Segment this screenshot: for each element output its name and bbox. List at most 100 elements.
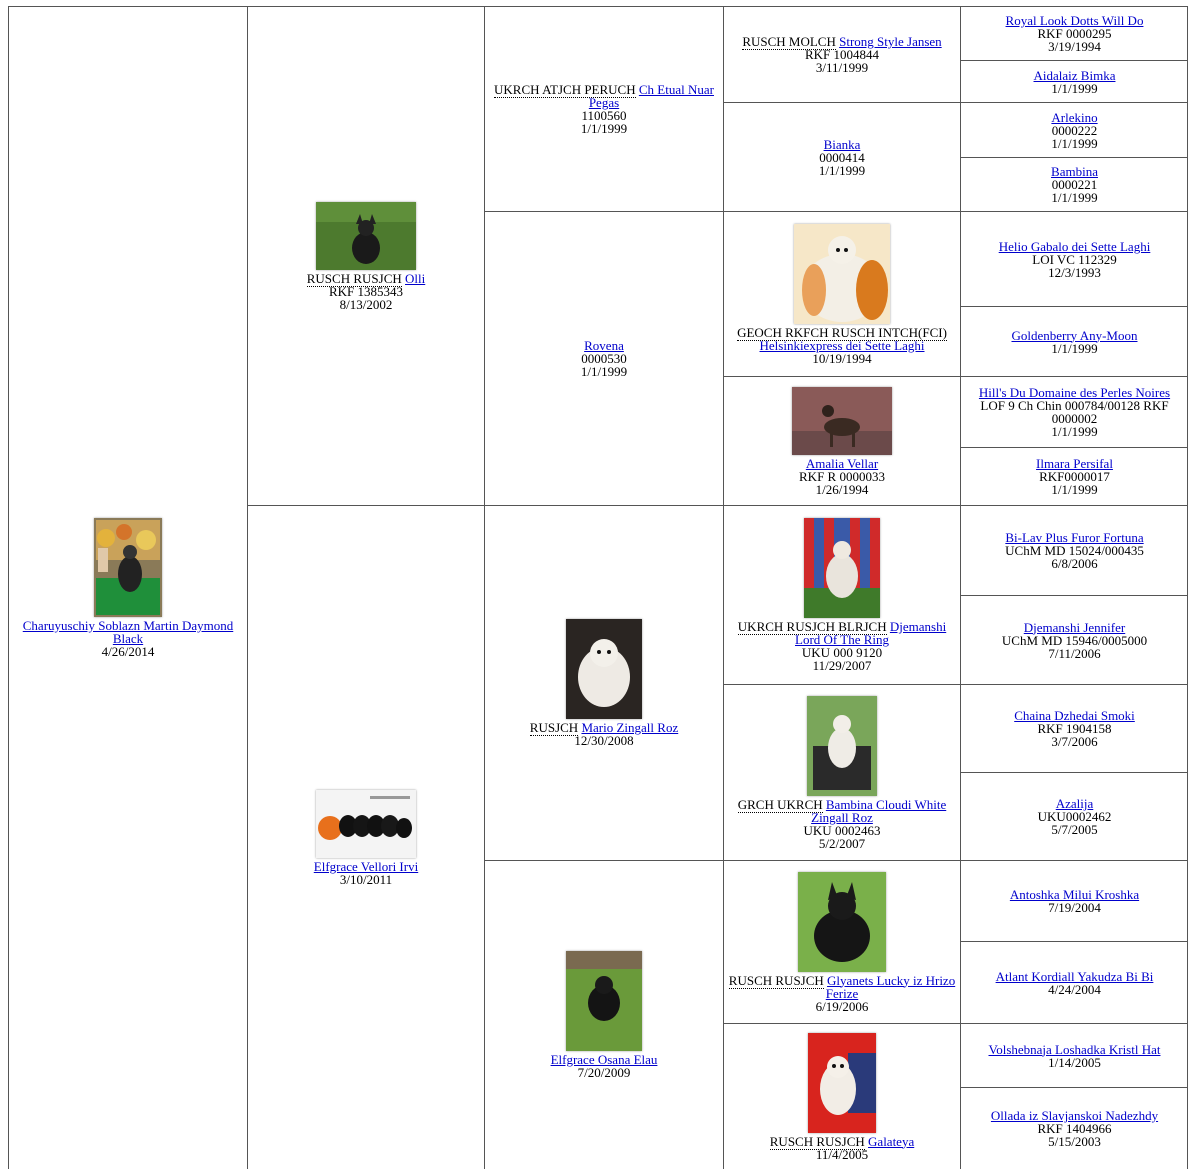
dog-titles: UKRCH RUSJCH BLRJCH [737, 619, 887, 635]
dog-name-link[interactable]: Bi-Lav Plus Furor Fortuna [1005, 530, 1144, 545]
dog-name-link[interactable]: Goldenberry Any-Moon [1011, 327, 1138, 343]
pedigree-table: Charuyuschiy Soblazn Martin Daymond Blac… [8, 6, 1188, 1176]
pedigree-cell-gen5: Helio Gabalo dei Sette Laghi LOI VC 1123… [960, 211, 1188, 306]
dog-birth-date: 1/1/1999 [1051, 190, 1098, 205]
dog-name-link[interactable]: Mario Zingall Roz [581, 720, 679, 735]
dog-name-link[interactable]: Elfgrace Osana Elau [550, 1052, 658, 1067]
dog-birth-date: 4/26/2014 [101, 644, 155, 659]
dog-photo[interactable] [566, 951, 642, 1051]
dog-birth-date: 1/1/1999 [1051, 80, 1098, 96]
pedigree-cell-gen5: Royal Look Dotts Will Do RKF 0000295 3/1… [960, 6, 1188, 60]
dog-name-link[interactable]: Azalija [1055, 796, 1094, 811]
dog-birth-date: 5/2/2007 [818, 835, 866, 851]
dog-name-link[interactable]: Helio Gabalo dei Sette Laghi [998, 238, 1151, 254]
pedigree-cell-gen5: Djemanshi Jennifer UChM MD 15946/0005000… [960, 595, 1188, 684]
dog-photo[interactable] [566, 619, 642, 719]
dog-registration: 0000222 [1051, 122, 1098, 138]
dog-birth-date: 5/15/2003 [1048, 1134, 1101, 1149]
dog-name-link[interactable]: Chaina Dzhedai Smoki [1014, 708, 1135, 723]
pedigree-cell-gen5: Antoshka Milui Kroshka 7/19/2004 [960, 860, 1188, 941]
dog-name-link[interactable]: Volshebnaja Loshadka Kristl Hat [988, 1041, 1161, 1057]
dog-name-link[interactable]: Bambina [1051, 164, 1098, 179]
dog-name-link[interactable]: Arlekino [1051, 109, 1098, 125]
dog-titles: UKRCH ATJCH PERUCH [494, 82, 636, 98]
dog-registration: RKF 1385343 [328, 283, 404, 299]
pedigree-cell-gen5: Azalija UKU0002462 5/7/2005 [960, 772, 1188, 860]
dog-registration: UChM MD 15024/000435 [1005, 543, 1144, 558]
dog-name-link[interactable]: Olli [405, 270, 426, 286]
dog-registration: 0000414 [819, 149, 865, 165]
dog-name-link[interactable]: Rovena [584, 338, 624, 353]
dog-name-link[interactable]: Amalia Vellar [805, 455, 879, 471]
dog-photo[interactable] [808, 1032, 876, 1133]
pedigree-cell-gen4: Bianka 0000414 1/1/1999 [723, 102, 960, 211]
dog-registration: UKU 0002463 [803, 822, 881, 838]
pedigree-cell-gen2-sire: RUSCH RUSJCH Olli RKF 1385343 8/13/2002 [247, 6, 484, 505]
dog-photo[interactable] [316, 201, 416, 270]
pedigree-cell-gen3: UKRCH ATJCH PERUCH Ch Etual Nuar Pegas 1… [484, 6, 723, 211]
dog-birth-date: 11/29/2007 [812, 658, 872, 673]
dog-name-link[interactable]: Bambina Cloudi White Zingall Roz [811, 796, 947, 825]
dog-name-link[interactable]: Ollada iz Slavjanskoi Nadezhdy [990, 1108, 1159, 1123]
dog-registration: 0000221 [1051, 177, 1098, 192]
dog-titles: RUSJCH [529, 720, 579, 736]
pedigree-cell-gen5: Aidalaiz Bimka 1/1/1999 [960, 60, 1188, 102]
dog-name-link[interactable]: Ilmara Persifal [1036, 456, 1113, 471]
dog-registration: UChM MD 15946/0005000 [1001, 632, 1148, 648]
dog-birth-date: 12/3/1993 [1048, 264, 1101, 280]
dog-registration: RKF 1904158 [1037, 721, 1112, 736]
pedigree-cell-gen5: Bi-Lav Plus Furor Fortuna UChM MD 15024/… [960, 505, 1188, 595]
dog-photo[interactable] [792, 386, 892, 455]
dog-name-link[interactable]: Helsinkiexpress dei Sette Laghi [759, 337, 925, 353]
dog-photo[interactable] [794, 223, 890, 324]
dog-birth-date: 4/24/2004 [1048, 981, 1101, 997]
pedigree-cell-gen3: RUSJCH Mario Zingall Roz 12/30/2008 [484, 505, 723, 860]
dog-name-link[interactable]: Atlant Kordiall Yakudza Bi Bi [995, 968, 1154, 984]
dog-name-link[interactable]: Antoshka Milui Kroshka [1009, 887, 1140, 902]
dog-photo[interactable] [798, 871, 886, 972]
dog-birth-date: 1/1/1999 [1051, 340, 1098, 356]
dog-name-link[interactable]: Glyanets Lucky iz Hrizo Ferize [825, 972, 956, 1001]
dog-name-link[interactable]: Bianka [823, 136, 861, 152]
dog-birth-date: 5/7/2005 [1051, 822, 1098, 837]
dog-name-link[interactable]: Royal Look Dotts Will Do [1005, 13, 1144, 28]
pedigree-cell-gen4: RUSCH RUSJCH Glyanets Lucky iz Hrizo Fer… [723, 860, 960, 1023]
pedigree-cell-gen4: RUSCH RUSJCH Galateya 11/4/2005 [723, 1023, 960, 1169]
dog-registration: LOI VC 112329 [1032, 251, 1117, 267]
dog-name-link[interactable]: Djemanshi Lord Of The Ring [795, 619, 947, 647]
dog-birth-date: 3/10/2011 [339, 871, 393, 887]
dog-birth-date: 3/19/1994 [1048, 39, 1101, 54]
dog-name-link[interactable]: Ch Etual Nuar Pegas [588, 82, 714, 110]
dog-registration: RKF0000017 [1039, 469, 1110, 484]
dog-name-link[interactable]: Aidalaiz Bimka [1033, 67, 1116, 83]
dog-name-link[interactable]: Hill's Du Domaine des Perles Noires [978, 385, 1171, 400]
dog-birth-date: 8/13/2002 [339, 296, 393, 312]
dog-photo[interactable] [804, 518, 880, 618]
pedigree-cell-gen5: Goldenberry Any-Moon 1/1/1999 [960, 306, 1188, 376]
dog-birth-date: 1/1/1999 [1051, 135, 1098, 151]
dog-birth-date: 6/19/2006 [815, 998, 869, 1014]
pedigree-cell-gen5: Hill's Du Domaine des Perles Noires LOF … [960, 376, 1188, 447]
dog-name-link[interactable]: Strong Style Jansen [839, 34, 942, 49]
dog-birth-date: 1/1/1999 [580, 364, 628, 379]
pedigree-cell-gen4: GRCH UKRCH Bambina Cloudi White Zingall … [723, 684, 960, 860]
dog-birth-date: 7/11/2006 [1048, 645, 1101, 661]
dog-photo[interactable] [807, 695, 877, 796]
dog-titles: RUSCH RUSJCH [728, 972, 824, 989]
dog-name-link[interactable]: Charuyuschiy Soblazn Martin Daymond Blac… [22, 618, 234, 646]
pedigree-cell-gen5: Bambina 0000221 1/1/1999 [960, 157, 1188, 211]
pedigree-cell-gen4: UKRCH RUSJCH BLRJCH Djemanshi Lord Of Th… [723, 505, 960, 684]
pedigree-cell-gen3: Elfgrace Osana Elau 7/20/2009 [484, 860, 723, 1169]
dog-birth-date: 7/19/2004 [1048, 900, 1101, 915]
dog-photo[interactable] [316, 789, 416, 858]
dog-birth-date: 1/1/1999 [1051, 424, 1098, 439]
dog-registration: RKF 1004844 [804, 47, 880, 62]
dog-birth-date: 1/1/1999 [1051, 482, 1098, 497]
dog-registration: 1100560 [581, 108, 627, 123]
dog-birth-date: 3/7/2006 [1051, 734, 1098, 749]
pedigree-cell-gen1: Charuyuschiy Soblazn Martin Daymond Blac… [8, 6, 247, 1169]
dog-photo[interactable] [94, 518, 162, 617]
dog-name-link[interactable]: Galateya [868, 1133, 915, 1149]
dog-name-link[interactable]: Djemanshi Jennifer [1023, 619, 1126, 635]
dog-name-link[interactable]: Elfgrace Vellori Irvi [313, 858, 419, 874]
